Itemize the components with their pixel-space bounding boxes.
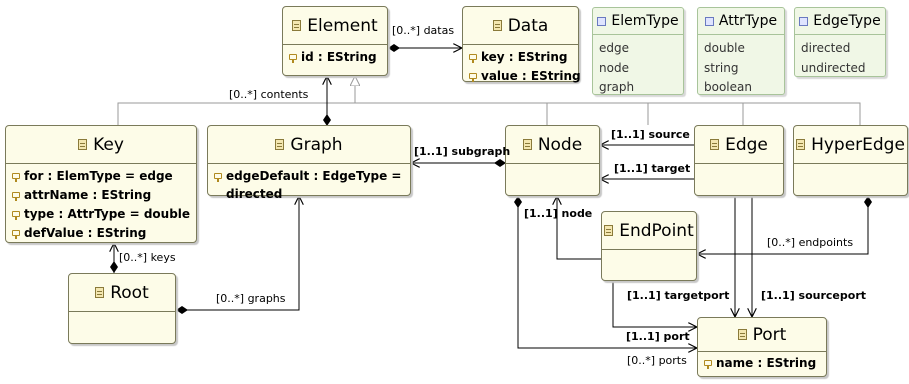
enum-edgetype[interactable]: EdgeType directed undirected	[794, 7, 886, 77]
enum-literal: edge	[599, 41, 629, 55]
attribute-icon	[12, 211, 20, 220]
enum-literal: directed	[801, 41, 851, 55]
class-icon	[522, 139, 532, 150]
label-datas: [0..*] datas	[392, 24, 455, 37]
generalization-lines	[117, 76, 861, 125]
class-name: Element	[307, 15, 378, 36]
enum-literal: string	[704, 60, 739, 75]
class-name: EndPoint	[619, 220, 694, 241]
label-endpoints: [0..*] endpoints	[767, 236, 854, 249]
class-name: HyperEdge	[811, 134, 905, 155]
class-root[interactable]: Root	[68, 273, 176, 344]
attribute-icon	[214, 173, 222, 182]
class-icon	[292, 20, 302, 31]
class-icon	[710, 139, 720, 150]
enum-literal: boolean	[704, 80, 752, 94]
label-port: [1..1] port	[626, 330, 690, 343]
label-keys: [0..*] keys	[119, 251, 176, 264]
class-icon	[796, 139, 806, 150]
enum-icon	[799, 16, 809, 26]
class-name: Edge	[725, 134, 768, 155]
class-name: Key	[93, 134, 124, 155]
class-icon	[275, 139, 285, 150]
attribute-icon	[469, 73, 477, 82]
label-source: [1..1] source	[611, 128, 690, 141]
enum-name: ElemType	[611, 13, 679, 29]
class-graph[interactable]: Graph edgeDefault : EdgeType = directed	[207, 125, 411, 201]
enum-literal: undirected	[801, 60, 866, 75]
attribute-icon	[12, 173, 20, 182]
class-edge[interactable]: Edge	[694, 125, 784, 196]
label-ports: [0..*] ports	[627, 354, 687, 367]
class-icon	[737, 329, 747, 340]
enum-icon	[597, 16, 607, 26]
class-element[interactable]: Element id : EString	[282, 6, 388, 76]
class-icon	[95, 287, 105, 298]
attribute-icon	[12, 192, 20, 201]
attribute: name : EString	[716, 356, 817, 370]
class-name: Port	[752, 324, 787, 345]
enum-elemtype[interactable]: ElemType edge node graph	[592, 7, 684, 95]
attribute: edgeDefault : EdgeType = directed	[226, 169, 402, 201]
class-hyperedge[interactable]: HyperEdge	[793, 125, 908, 196]
enum-name: AttrType	[718, 13, 778, 29]
class-endpoint[interactable]: EndPoint	[601, 211, 697, 281]
class-icon	[604, 225, 614, 236]
enum-literal: double	[704, 41, 745, 55]
attribute: key : EString	[481, 50, 568, 64]
label-contents: [0..*] contents	[229, 88, 309, 101]
attribute: type : AttrType = double	[24, 207, 191, 221]
class-port[interactable]: Port name : EString	[697, 317, 827, 377]
label-graphs: [0..*] graphs	[216, 292, 286, 305]
class-name: Root	[110, 282, 149, 303]
label-target: [1..1] target	[614, 162, 691, 175]
class-name: Data	[507, 15, 549, 36]
class-name: Graph	[290, 134, 343, 155]
assoc-endpoints	[697, 196, 868, 254]
label-node: [1..1] node	[524, 207, 593, 220]
class-icon	[492, 20, 502, 31]
enum-attrtype[interactable]: AttrType double string boolean	[697, 7, 785, 95]
attribute: id : EString	[301, 50, 377, 64]
assoc-port	[612, 281, 697, 327]
class-key[interactable]: Key for : ElemType = edge attrName : ESt…	[5, 125, 197, 243]
class-node[interactable]: Node	[505, 125, 600, 196]
enum-name: EdgeType	[813, 13, 881, 29]
attribute: defValue : EString	[24, 226, 147, 240]
attribute: value : EString	[481, 69, 581, 83]
enum-literal: graph	[599, 80, 635, 94]
attribute: for : ElemType = edge	[24, 169, 173, 183]
attribute-icon	[12, 230, 20, 239]
label-sourceport: [1..1] sourceport	[761, 289, 867, 302]
assoc-node	[557, 196, 601, 260]
attribute-icon	[289, 54, 297, 63]
assoc-graphs	[176, 196, 299, 310]
assoc-ports	[518, 196, 697, 348]
class-icon	[78, 139, 88, 150]
enum-icon	[704, 16, 714, 26]
attribute: attrName : EString	[24, 188, 152, 202]
attribute-icon	[704, 360, 712, 369]
attribute-icon	[469, 54, 477, 63]
enum-literal: node	[599, 60, 629, 75]
label-targetport: [1..1] targetport	[627, 289, 730, 302]
class-name: Node	[537, 134, 583, 155]
class-data[interactable]: Data key : EString value : EString	[462, 6, 581, 83]
label-subgraph: [1..1] subgraph	[414, 145, 511, 158]
